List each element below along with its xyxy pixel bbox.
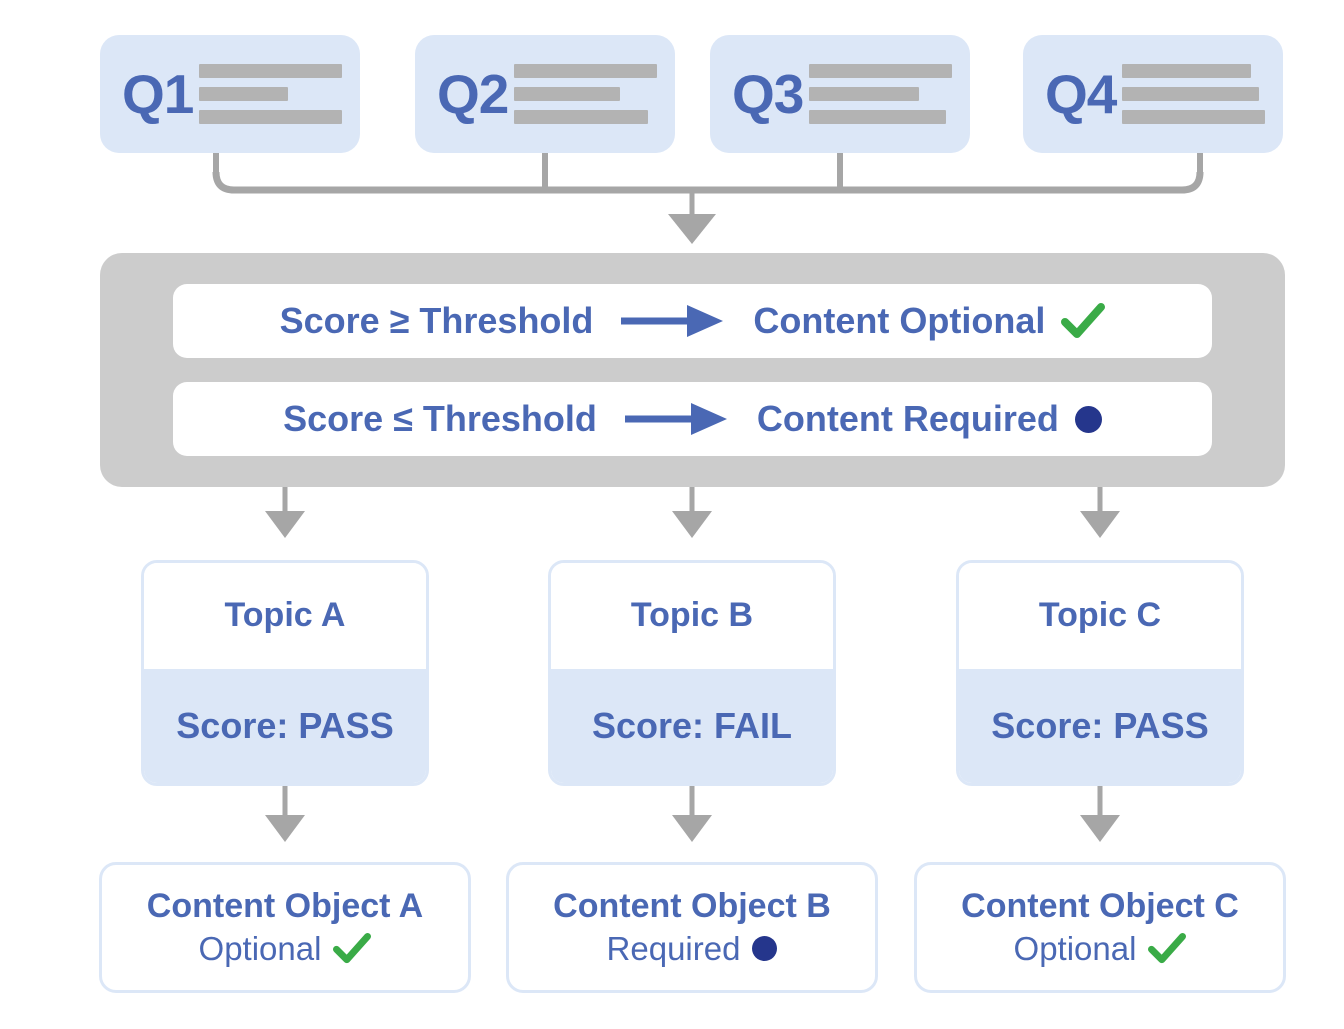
arrow-right-icon	[623, 399, 731, 439]
content-object-status: Optional	[199, 929, 372, 969]
content-object-status: Required	[607, 929, 778, 969]
question-label: Q3	[732, 62, 804, 125]
placeholder-line	[514, 64, 657, 78]
content-object-card-c[interactable]: Content Object C Optional	[914, 862, 1286, 993]
content-object-title: Content Object C	[961, 887, 1239, 926]
topic-score-label: Score: PASS	[176, 704, 394, 746]
topic-score-label: Score: PASS	[991, 704, 1209, 746]
topic-header: Topic C	[959, 563, 1241, 669]
content-object-card-a[interactable]: Content Object A Optional	[99, 862, 471, 993]
rule-row-score-below-threshold[interactable]: Score ≤ Threshold Content Required	[173, 382, 1212, 456]
placeholder-line	[1122, 64, 1251, 78]
placeholder-line	[199, 64, 342, 78]
question-card-q4[interactable]: Q4	[1023, 35, 1283, 153]
question-label: Q2	[437, 62, 509, 125]
question-card-q1[interactable]: Q1	[100, 35, 360, 153]
topic-title: Topic C	[1038, 596, 1162, 635]
topic-header: Topic B	[551, 563, 833, 669]
placeholder-line	[809, 110, 947, 124]
placeholder-line	[514, 87, 620, 101]
placeholder-line	[809, 87, 920, 101]
topic-card-a[interactable]: Topic A Score: PASS	[141, 560, 429, 786]
topic-a-to-co-a-arrowhead	[265, 815, 305, 842]
bus-to-rules-arrowhead	[668, 214, 716, 244]
topic-card-c[interactable]: Topic C Score: PASS	[956, 560, 1244, 786]
placeholder-line	[514, 110, 649, 124]
placeholder-line	[809, 64, 952, 78]
question-card-q2[interactable]: Q2	[415, 35, 675, 153]
content-object-status-label: Optional	[1013, 930, 1137, 968]
check-icon	[333, 932, 372, 965]
question-text-placeholder	[514, 64, 657, 124]
rule-condition-label: Score ≤ Threshold	[283, 398, 597, 439]
topic-score-section: Score: PASS	[144, 668, 426, 783]
placeholder-line	[1122, 87, 1260, 101]
topic-score-label: Score: FAIL	[591, 704, 793, 746]
question-label: Q4	[1045, 62, 1117, 125]
rule-row-score-above-threshold[interactable]: Score ≥ Threshold Content Optional	[173, 284, 1212, 358]
question-text-placeholder	[1122, 64, 1265, 124]
rule-result-label: Content Required	[756, 398, 1059, 439]
content-object-title: Content Object A	[146, 887, 424, 926]
topic-title: Topic A	[224, 596, 346, 635]
question-text-placeholder	[199, 64, 342, 124]
check-icon	[1148, 932, 1187, 965]
topic-c-to-co-c-arrowhead	[1080, 815, 1120, 842]
question-text-placeholder	[809, 64, 952, 124]
rules-to-topic-b-arrowhead	[672, 511, 712, 538]
topic-score-section: Score: PASS	[959, 668, 1241, 783]
check-icon	[1061, 302, 1106, 340]
topic-card-b[interactable]: Topic B Score: FAIL	[548, 560, 836, 786]
rule-condition-label: Score ≥ Threshold	[279, 300, 594, 341]
placeholder-line	[199, 110, 342, 124]
rules-to-topic-c-arrowhead	[1080, 511, 1120, 538]
dot-icon	[1074, 405, 1102, 433]
topic-title: Topic B	[630, 596, 754, 635]
dot-icon	[752, 936, 778, 962]
question-bus	[212, 171, 1204, 194]
arrow-right-icon	[619, 301, 727, 341]
placeholder-line	[1122, 110, 1265, 124]
rules-to-topic-a-arrowhead	[265, 511, 305, 538]
content-object-status-label: Optional	[198, 930, 322, 968]
topic-b-to-co-b-arrowhead	[672, 815, 712, 842]
content-object-status: Optional	[1014, 929, 1187, 969]
content-object-title: Content Object B	[553, 887, 831, 926]
rule-result-label: Content Optional	[753, 300, 1046, 341]
content-object-card-b[interactable]: Content Object B Required	[506, 862, 878, 993]
question-label: Q1	[122, 62, 194, 125]
rule-engine-panel: Score ≥ Threshold Content Optional Score…	[100, 253, 1285, 487]
question-card-q3[interactable]: Q3	[710, 35, 970, 153]
topic-header: Topic A	[144, 563, 426, 669]
content-object-status-label: Required	[606, 930, 741, 968]
topic-score-section: Score: FAIL	[551, 668, 833, 783]
placeholder-line	[199, 87, 288, 101]
